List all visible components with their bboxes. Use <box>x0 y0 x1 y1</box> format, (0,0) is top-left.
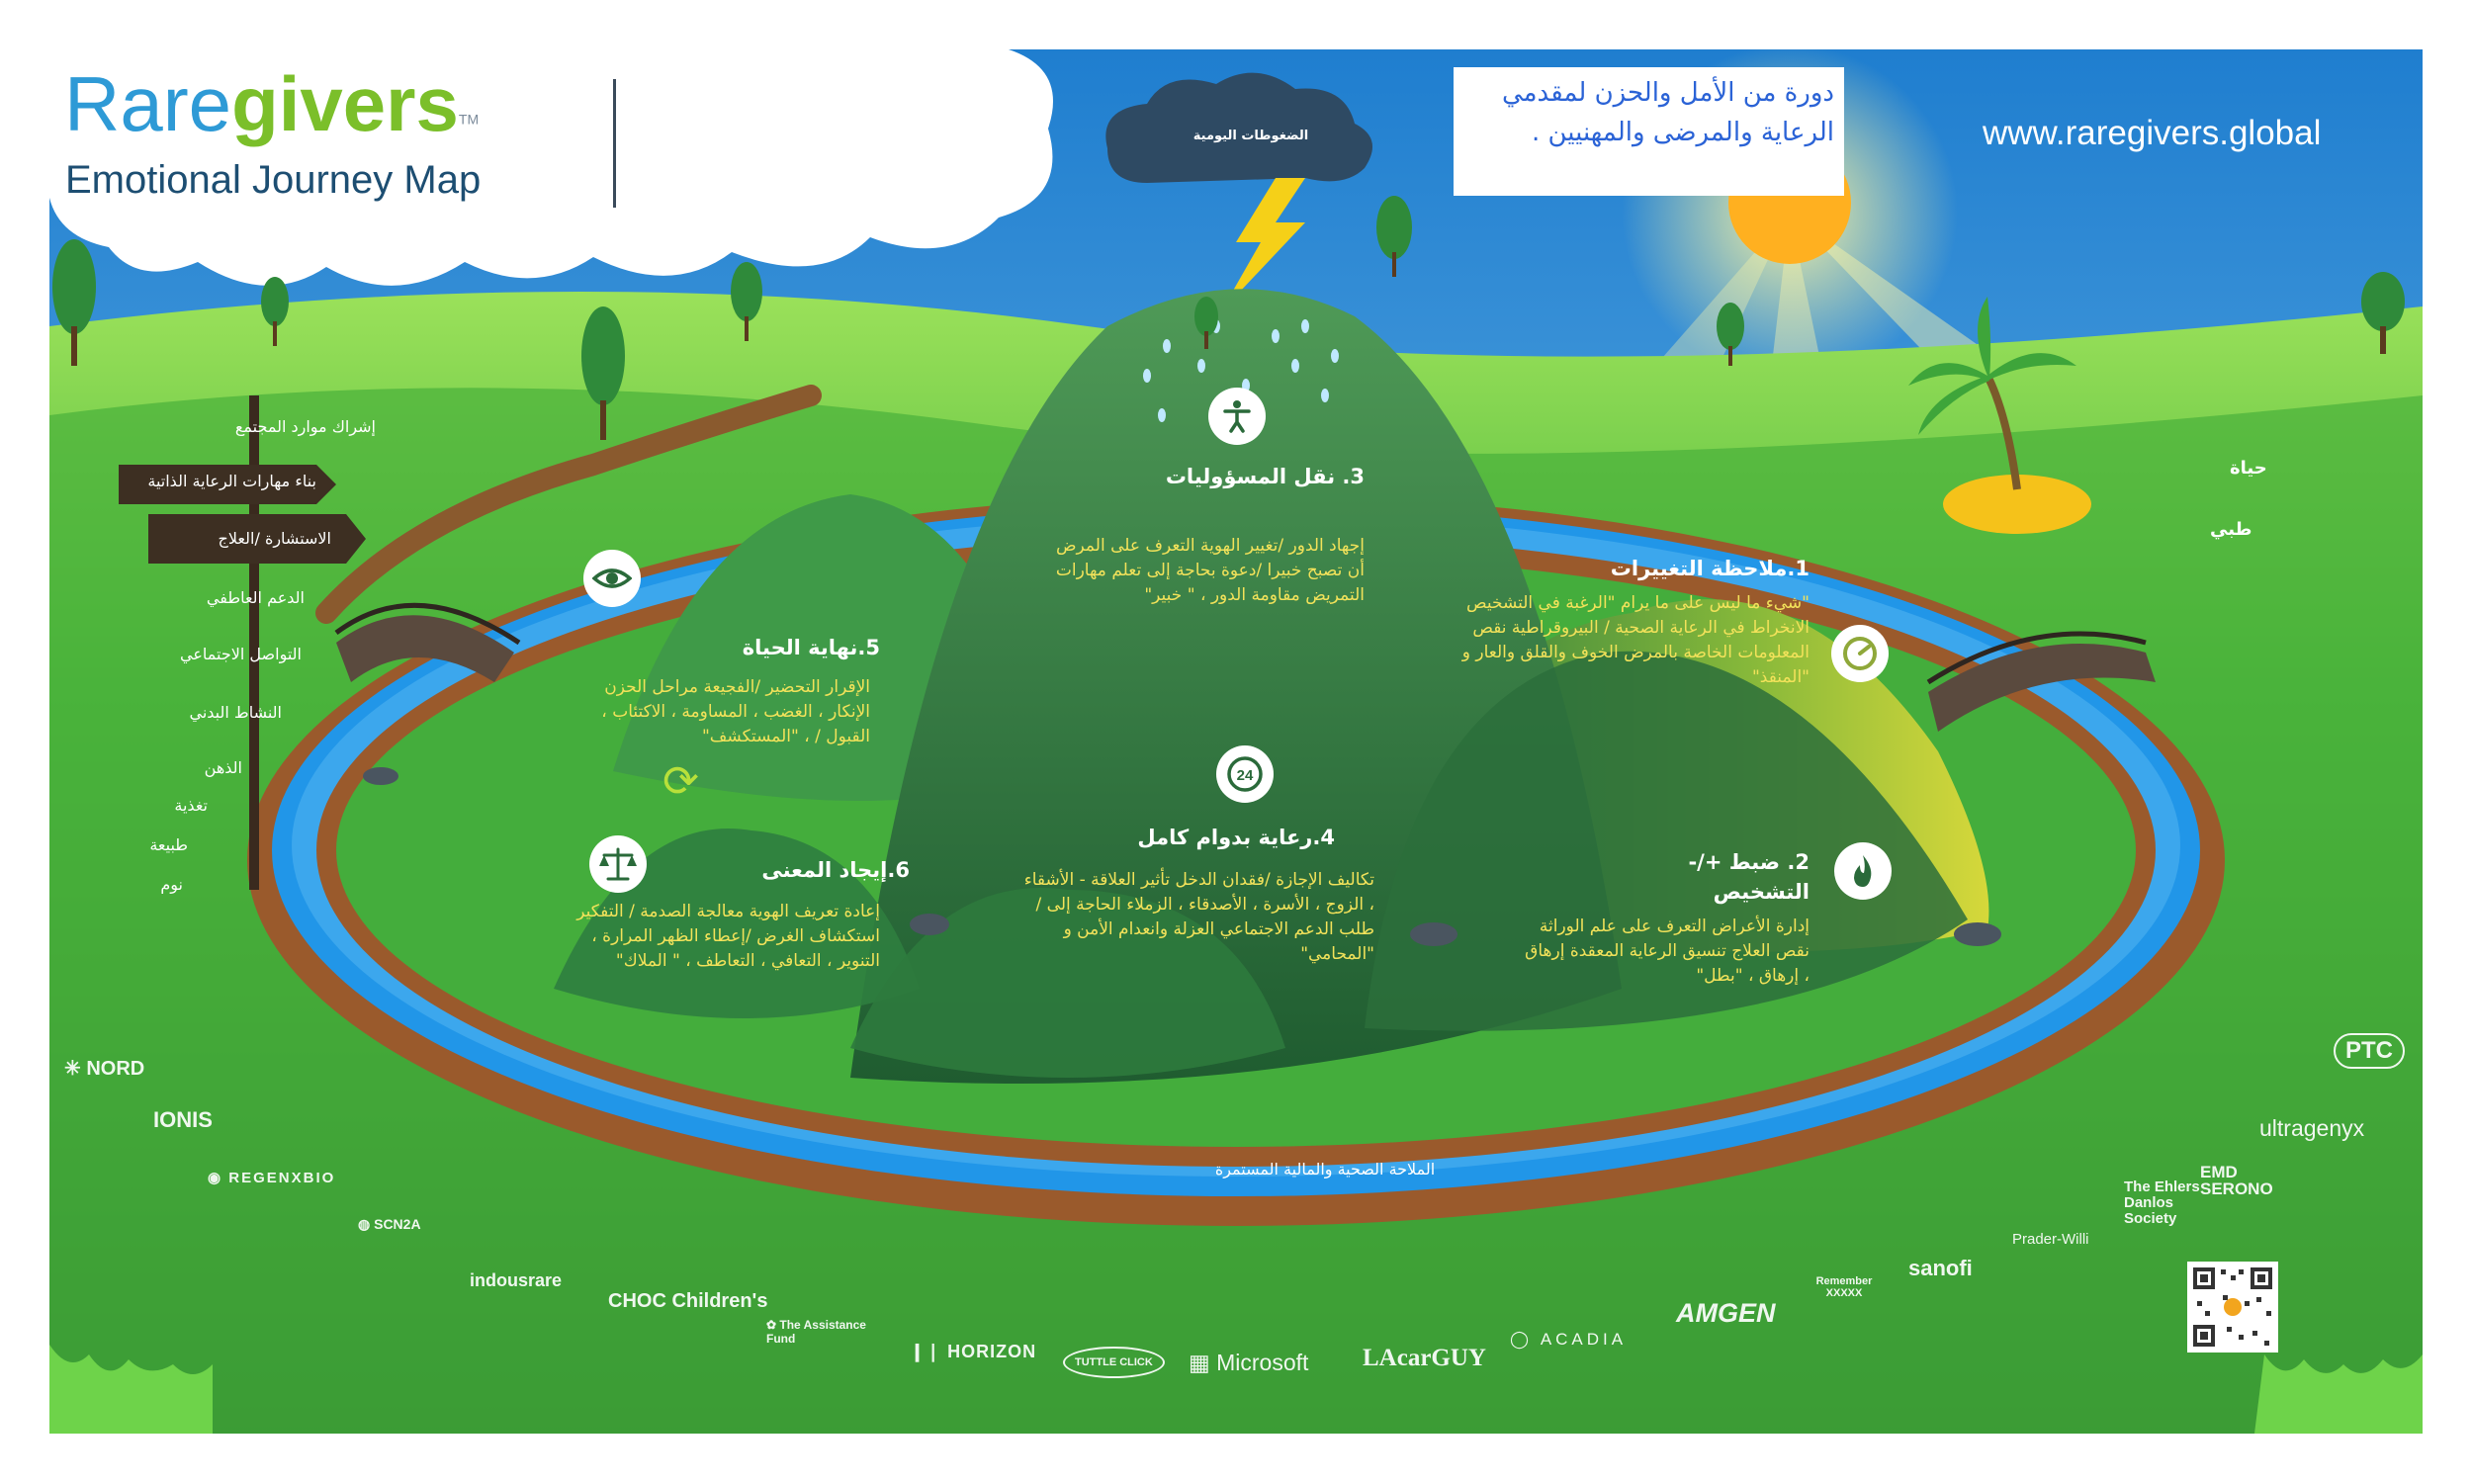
eye-icon <box>583 550 641 607</box>
svg-text:24: 24 <box>1237 767 1254 784</box>
stage-4-body: تكاليف الإجازة /فقدان الدخل تأثير العلاق… <box>1023 870 1374 964</box>
signpost-arrow <box>148 514 366 564</box>
sponsor-ultragenyx[interactable]: ultragenyx <box>2259 1115 2365 1141</box>
stage-2-body: إدارة الأعراض التعرف على علم الوراثة نقص… <box>1525 917 1810 986</box>
dial-icon <box>1831 625 1889 682</box>
signpost-item: التواصل الاجتماعي <box>180 645 302 663</box>
sand-island <box>1943 475 2091 534</box>
signpost-item: النشاط البدني <box>189 703 282 722</box>
signpost-item: الدعم العاطفي <box>206 588 305 607</box>
signpost-item: الاستشارة /العلاج <box>218 529 331 548</box>
grass-tuft <box>2254 1354 2423 1434</box>
loop-label: الملاحة الصحية والمالية المستمرة <box>1214 1160 1436 1178</box>
sponsor-regenxbio[interactable]: ◉ REGENXBIO <box>208 1170 336 1186</box>
sponsor-assistance-fund-label: The Assistance Fund <box>766 1318 866 1346</box>
life-label: حياة <box>2230 458 2267 479</box>
sponsor-ptc[interactable]: PTC <box>2334 1033 2405 1069</box>
clock-24-icon: 24 <box>1216 745 1274 803</box>
bridge-right <box>1926 631 2156 732</box>
scales-icon <box>589 835 647 893</box>
stage-6-title: 6.إيجاد المعنى <box>761 858 910 882</box>
stage-5-title: 5.نهاية الحياة <box>742 636 880 659</box>
page-subtitle: Emotional Journey Map <box>65 158 482 202</box>
sponsor-indousrare[interactable]: indousrare <box>470 1270 563 1290</box>
brand-rare: Rare <box>64 60 232 147</box>
sponsor-emd-serono[interactable]: EMD SERONO <box>2200 1163 2273 1198</box>
stage-4-title: 4.رعاية بدوام كامل <box>1137 826 1335 849</box>
bump-left <box>554 829 920 1018</box>
medical-label: طبي <box>2210 519 2252 540</box>
brand-tm: TM <box>458 111 480 128</box>
bridge-left <box>334 602 521 682</box>
sponsor-horizon[interactable]: ❙❘ HORIZON <box>910 1342 1037 1361</box>
palm-trunk <box>1984 374 2021 490</box>
sponsor-sanofi[interactable]: sanofi <box>1908 1256 1973 1280</box>
sponsor-microsoft[interactable]: ▦ Microsoft <box>1189 1350 1309 1375</box>
rock <box>1410 922 1457 946</box>
stage-3-body: إجهاد الدور /تغيير الهوية التعرف على الم… <box>1055 536 1365 605</box>
stage-5-body: الإقرار التحضير /الفجيعة مراحل الحزن الإ… <box>601 677 870 746</box>
rock <box>1954 922 2001 946</box>
sponsor-prader-willi[interactable]: Prader-Willi <box>2012 1231 2089 1248</box>
signpost-item: طبيعة <box>149 835 188 854</box>
sponsor-lacarguy[interactable]: LAcarGUY <box>1363 1345 1486 1371</box>
person-icon <box>1208 388 1266 445</box>
signpost-item: الذهن <box>204 758 242 777</box>
signpost-arrow <box>119 465 336 504</box>
storm-cloud <box>1105 72 1372 183</box>
sponsor-acadia-label: ACADIA <box>1540 1330 1628 1349</box>
sponsor-scn2a-label: SCN2A <box>374 1216 421 1232</box>
dirt-path <box>315 385 822 624</box>
grass-tuft <box>49 1345 213 1434</box>
sponsor-amgen[interactable]: AMGEN <box>1676 1298 1776 1328</box>
sponsor-ehlers-danlos[interactable]: The Ehlers Danlos Society <box>2124 1178 2200 1227</box>
sponsor-microsoft-label: Microsoft <box>1216 1350 1309 1375</box>
sponsor-ionis[interactable]: IONIS <box>153 1107 213 1132</box>
sponsor-horizon-label: HORIZON <box>947 1342 1037 1361</box>
stage-2-title: 2. ضبط +/- التشخيص <box>1688 850 1810 904</box>
sponsor-choc[interactable]: CHOC Children's <box>608 1290 768 1312</box>
sponsor-regenxbio-label: REGENXBIO <box>228 1170 336 1186</box>
flame-icon <box>1834 842 1892 900</box>
storm-label: الضغوطات اليومية <box>1192 129 1309 143</box>
sponsor-remember[interactable]: Remember XXXXX <box>1815 1275 1873 1299</box>
sponsor-scn2a[interactable]: ◍ SCN2A <box>358 1216 421 1232</box>
brand-givers: givers <box>231 60 459 147</box>
brand-logo[interactable]: RaregiversTM <box>64 59 479 149</box>
sponsor-assistance-fund[interactable]: ✿ The Assistance Fund <box>766 1318 866 1346</box>
signpost-item: بناء مهارات الرعاية الذاتية <box>147 472 316 490</box>
signpost-item: إشراك موارد المجتمع <box>234 417 376 436</box>
website-link[interactable]: www.raregivers.global <box>1983 114 2322 152</box>
lightning-icon <box>1221 178 1305 311</box>
sponsor-acadia[interactable]: ◯ ACADIA <box>1510 1330 1628 1349</box>
cloud <box>49 49 1053 286</box>
rock <box>363 767 398 785</box>
palm-leaves <box>1908 297 2076 435</box>
cycle-arrows-icon: ⟳ <box>662 756 699 807</box>
signpost-item: نوم <box>160 875 183 894</box>
sponsor-tuttle-click[interactable]: TUTTLE CLICK <box>1063 1347 1165 1378</box>
stage-1-body: "شيء ما ليس على ما يرام "الرغبة في التشخ… <box>1461 593 1810 687</box>
brand-divider <box>613 79 616 208</box>
tree <box>52 196 2405 440</box>
qr-code-icon[interactable] <box>2187 1262 2278 1353</box>
sponsor-nord[interactable]: ✳ NORD <box>64 1058 145 1080</box>
front-hill <box>1365 651 1968 1031</box>
signpost-item: تغذية <box>174 796 208 815</box>
sponsor-nord-label: NORD <box>86 1058 145 1080</box>
rock <box>910 914 949 935</box>
cycle-title: دورة من الأمل والحزن لمقدمي الرعاية والم… <box>1454 67 1844 196</box>
bump-mid <box>850 888 1285 1078</box>
stage-1-title: 1.ملاحظة التغييرات <box>1610 557 1810 580</box>
stage-6-body: إعادة تعريف الهوية معالجة الصدمة / التفك… <box>576 902 880 971</box>
signpost-pole <box>249 395 259 890</box>
stage-3-title: 3. نقل المسؤوليات <box>1165 465 1365 488</box>
